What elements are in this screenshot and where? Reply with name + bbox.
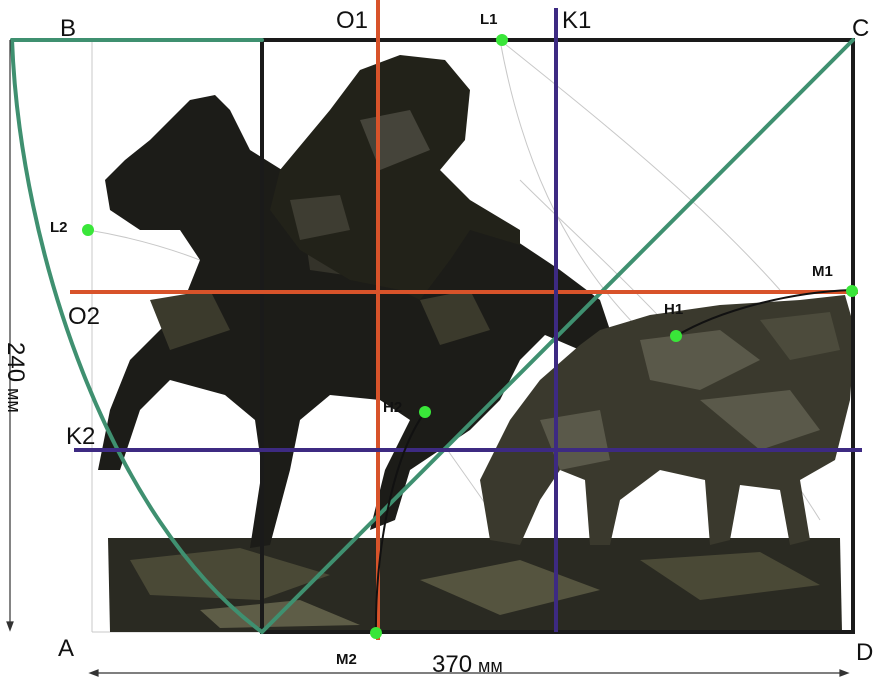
corner-label-b: B [60,15,76,42]
corner-label-d: D [856,639,873,666]
point-label-m1: M1 [812,263,833,280]
point-label-m2: M2 [336,651,357,668]
measure-curves [374,289,853,633]
width-value: 370 [432,651,472,678]
point-h2 [419,406,431,418]
height-unit: мм [4,388,24,413]
point-m1 [846,285,858,297]
point-label-h1: H1 [664,301,683,318]
marked-points [82,34,858,639]
orange-lines [70,0,858,640]
arc-curve [10,38,264,634]
line-label-o1: O1 [336,7,368,34]
bull [480,295,855,545]
corner-label-c: C [852,15,869,42]
line-label-k1: K1 [562,7,591,34]
point-label-h2: H2 [383,399,402,416]
rider [270,55,520,300]
sculpture-silhouette [98,55,855,632]
point-l1 [496,34,508,46]
point-h1 [670,330,682,342]
dimension-arrows [6,40,850,677]
corner-label-a: A [58,635,74,662]
purple-lines [74,8,862,632]
horse [98,95,610,548]
line-label-o2: O2 [68,303,100,330]
point-m2 [370,627,382,639]
height-value: 240 [2,342,29,382]
height-dimension-label: 240 мм [2,342,29,413]
point-label-l1: L1 [480,11,498,28]
point-l2 [82,224,94,236]
point-label-l2: L2 [50,219,68,236]
svg-text:240мм: 240 мм [2,342,29,413]
width-unit: мм [478,656,503,676]
width-dimension-label: 370 мм [432,651,503,678]
line-label-k2: K2 [66,423,95,450]
